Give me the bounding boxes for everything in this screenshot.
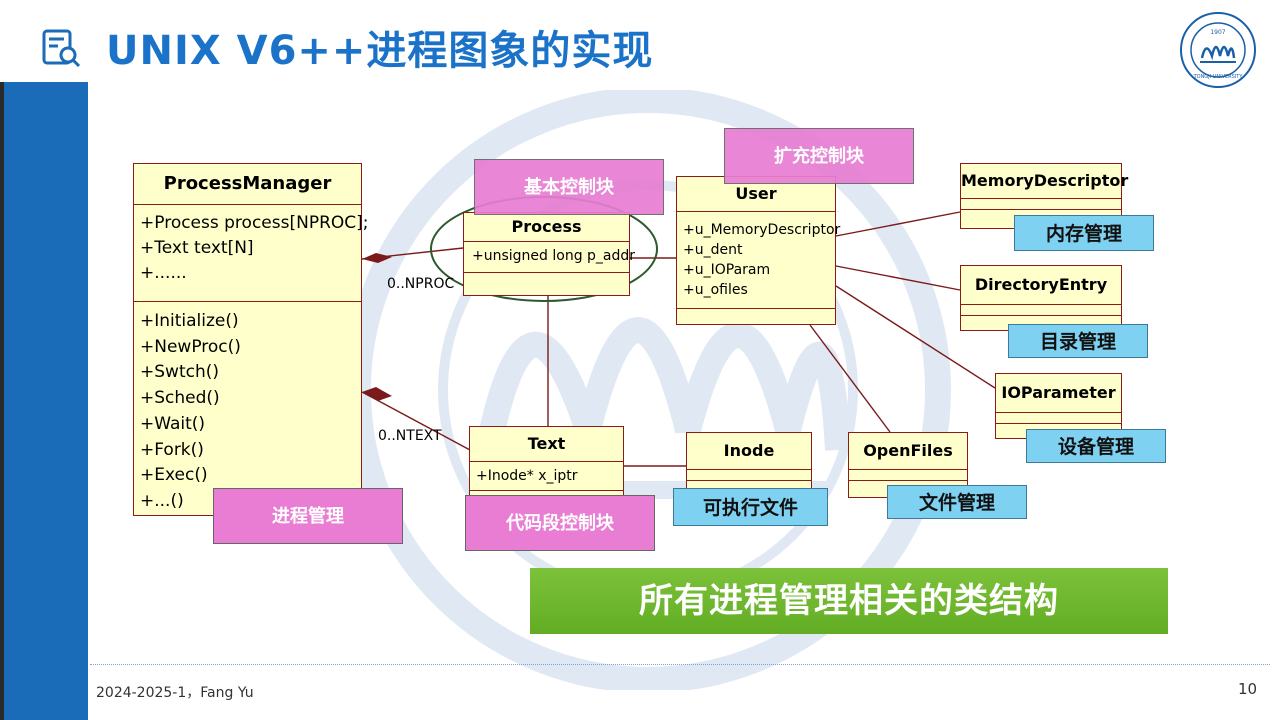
class-user: User +u_MemoryDescriptor +u_dent +u_IOPa… bbox=[676, 176, 841, 325]
processmanager-attributes: +Process process[NPROC]; +Text text[N] +… bbox=[134, 204, 369, 301]
text-attributes: +Inode* x_iptr bbox=[470, 461, 623, 490]
attribute-line: +u_dent bbox=[683, 242, 743, 258]
method-line: +Exec() bbox=[140, 465, 208, 486]
tag-code-segment-control-block: 代码段控制块 bbox=[465, 495, 655, 551]
svg-text:1907: 1907 bbox=[1210, 29, 1225, 36]
sidebar-edge bbox=[0, 0, 4, 720]
page-number: 10 bbox=[1238, 680, 1258, 698]
class-ioparameter-name: IOParameter bbox=[1001, 383, 1116, 402]
class-memorydescriptor-name: MemoryDescriptor bbox=[961, 171, 1129, 190]
tag-executable-file: 可执行文件 bbox=[673, 488, 828, 526]
memorydescriptor-methods bbox=[961, 209, 1121, 210]
attribute-line: +u_ofiles bbox=[683, 282, 748, 298]
tag-basic-control-block: 基本控制块 bbox=[474, 159, 664, 215]
method-line: +Sched() bbox=[140, 388, 220, 409]
page-title: UNIX V6++进程图象的实现 bbox=[106, 28, 654, 74]
document-search-icon bbox=[42, 29, 81, 68]
inode-methods bbox=[687, 480, 811, 481]
tag-process-management: 进程管理 bbox=[213, 488, 403, 544]
class-directoryentry: DirectoryEntry bbox=[960, 265, 1122, 331]
openfiles-attributes bbox=[849, 469, 967, 480]
process-methods bbox=[464, 272, 629, 273]
class-openfiles-name: OpenFiles bbox=[863, 441, 953, 460]
class-processmanager-name: ProcessManager bbox=[163, 173, 332, 194]
method-line: +Fork() bbox=[140, 439, 204, 460]
process-attributes: +unsigned long p_addr bbox=[464, 241, 636, 272]
tag-directory-management: 目录管理 bbox=[1008, 324, 1148, 358]
directoryentry-attributes bbox=[961, 304, 1121, 315]
header-bar bbox=[0, 0, 1283, 82]
tag-memory-management: 内存管理 bbox=[1014, 215, 1154, 251]
svg-text:TONGJI UNIVERSITY: TONGJI UNIVERSITY bbox=[1193, 74, 1244, 80]
memorydescriptor-attributes bbox=[961, 198, 1121, 209]
class-directoryentry-name: DirectoryEntry bbox=[974, 275, 1108, 294]
class-ioparameter: IOParameter bbox=[995, 373, 1122, 439]
ioparameter-attributes bbox=[996, 412, 1121, 423]
attribute-line: +u_MemoryDescriptor bbox=[683, 222, 841, 238]
composition-diamond-process bbox=[362, 253, 392, 263]
class-user-name: User bbox=[735, 184, 777, 203]
class-inode: Inode bbox=[686, 432, 812, 498]
method-line: +Initialize() bbox=[140, 311, 239, 331]
class-inode-name: Inode bbox=[723, 441, 775, 460]
method-line: +NewProc() bbox=[140, 336, 241, 357]
multiplicity-nproc: 0..NPROC bbox=[387, 276, 455, 292]
attribute-line: +Inode* x_iptr bbox=[476, 468, 578, 484]
processmanager-methods: +Initialize() +NewProc() +Swtch() +Sched… bbox=[134, 301, 361, 515]
inode-attributes bbox=[687, 469, 811, 480]
composition-diamond-text bbox=[362, 387, 392, 401]
user-methods bbox=[677, 308, 835, 309]
class-text-name: Text bbox=[527, 434, 566, 453]
class-process-name: Process bbox=[511, 217, 582, 236]
class-processmanager: ProcessManager +Process process[NPROC]; … bbox=[133, 163, 369, 516]
left-sidebar bbox=[0, 0, 88, 720]
class-process: Process +unsigned long p_addr bbox=[463, 212, 636, 296]
attribute-line: +...... bbox=[140, 263, 187, 283]
method-line: +Wait() bbox=[140, 413, 206, 434]
openfiles-methods bbox=[849, 480, 967, 481]
attribute-line: +u_IOParam bbox=[683, 262, 771, 278]
attribute-line: +Process process[NPROC]; bbox=[140, 213, 369, 233]
university-logo: 1907 TONGJI UNIVERSITY bbox=[1180, 12, 1256, 88]
header-icon-tab bbox=[27, 13, 107, 79]
tag-file-management: 文件管理 bbox=[887, 485, 1027, 519]
user-attributes: +u_MemoryDescriptor +u_dent +u_IOParam +… bbox=[677, 211, 841, 308]
summary-banner: 所有进程管理相关的类结构 bbox=[530, 568, 1168, 634]
footer-course-info: 2024-2025-1，Fang Yu bbox=[96, 685, 254, 701]
tag-device-management: 设备管理 bbox=[1026, 429, 1166, 463]
method-line: +...() bbox=[140, 490, 184, 511]
attribute-line: +Text text[N] bbox=[140, 238, 254, 258]
text-methods bbox=[470, 490, 623, 491]
tag-extended-control-block: 扩充控制块 bbox=[724, 128, 914, 184]
directoryentry-methods bbox=[961, 315, 1121, 316]
footer-divider bbox=[90, 664, 1270, 665]
attribute-line: +unsigned long p_addr bbox=[472, 248, 636, 264]
multiplicity-ntext: 0..NTEXT bbox=[378, 428, 442, 444]
method-line: +Swtch() bbox=[140, 362, 219, 383]
ioparameter-methods bbox=[996, 423, 1121, 424]
class-text: Text +Inode* x_iptr bbox=[469, 426, 624, 502]
